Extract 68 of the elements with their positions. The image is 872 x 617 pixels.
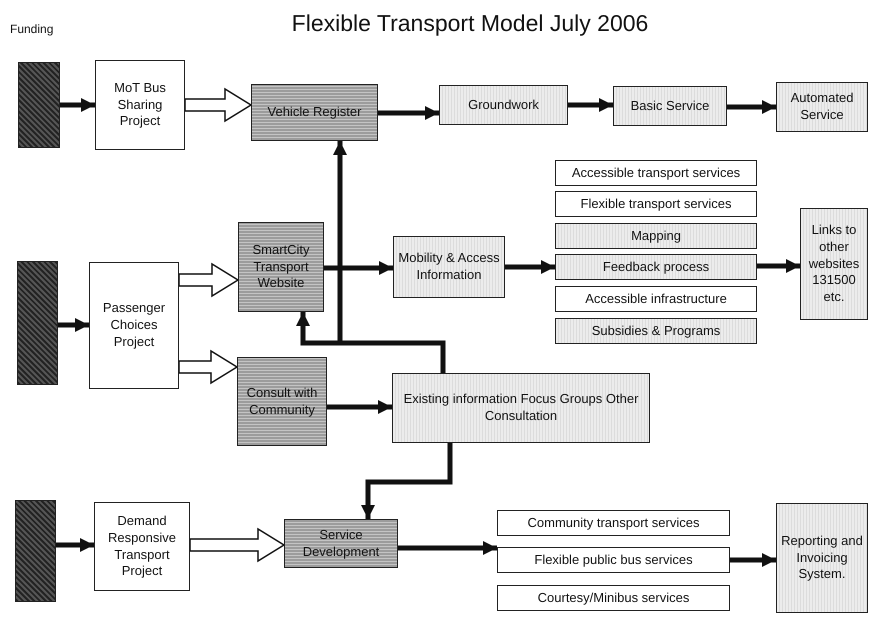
- process-box: [800, 208, 868, 320]
- node-text: Demand Responsive Transport Project: [107, 512, 177, 580]
- process-box: [497, 585, 730, 611]
- node-text: Consult with Community: [246, 384, 318, 418]
- process-box: [238, 222, 324, 312]
- process-box: [776, 503, 868, 613]
- process-box: [94, 502, 190, 591]
- arrow: [56, 538, 94, 552]
- arrow: [727, 100, 776, 114]
- arrow: [568, 98, 613, 112]
- side-label: Funding: [10, 22, 54, 36]
- node-text: Feedback process: [602, 258, 710, 276]
- arrow: [730, 553, 776, 567]
- node-text: Courtesy/Minibus services: [538, 590, 690, 606]
- process-box: [393, 236, 505, 298]
- node-text: Mapping: [631, 228, 681, 244]
- diagram-title: Flexible Transport Model July 2006: [290, 10, 650, 37]
- process-box: [251, 84, 378, 141]
- node-text: MoT Bus Sharing Project: [113, 80, 167, 130]
- node-text: Existing information Focus Groups Other Consultation: [402, 391, 640, 425]
- process-box: [555, 191, 757, 217]
- process-box: [497, 510, 730, 536]
- node-text: Subsidies & Programs: [592, 322, 720, 340]
- arrow: [398, 541, 497, 555]
- node-text: Basic Service: [630, 98, 710, 114]
- funding-bar: [18, 62, 60, 148]
- process-box: [555, 254, 757, 280]
- node-text: Reporting and Invoicing System.: [781, 532, 863, 584]
- process-box: [284, 519, 398, 568]
- node-text: SmartCity Transport Website: [251, 242, 311, 292]
- process-box: [497, 547, 730, 573]
- process-box: [392, 373, 650, 443]
- process-box: [555, 318, 757, 344]
- arrow: [505, 260, 555, 274]
- process-box: [89, 262, 179, 389]
- block-arrow: [184, 88, 252, 122]
- node-text: Vehicle Register: [268, 104, 362, 121]
- node-text: Mobility & Access Information: [398, 250, 500, 284]
- process-box: [776, 82, 868, 132]
- arrow: [324, 261, 393, 275]
- arrow: [757, 259, 800, 273]
- node-text: Service Development: [302, 526, 380, 560]
- arrow: [327, 400, 392, 414]
- funding-bar: [15, 500, 56, 602]
- funding-bar: [17, 261, 58, 385]
- block-arrow: [178, 350, 238, 384]
- arrow: [378, 106, 439, 120]
- process-box: [613, 86, 727, 126]
- node-text: Groundwork: [468, 96, 539, 114]
- node-text: Accessible transport services: [572, 164, 740, 182]
- process-box: [555, 286, 757, 312]
- block-arrow: [178, 262, 240, 298]
- process-box: [95, 60, 185, 150]
- node-text: Flexible transport services: [580, 196, 732, 212]
- process-box: [439, 85, 568, 125]
- block-arrow: [189, 528, 286, 562]
- process-box: [555, 160, 757, 186]
- arrow: [361, 443, 452, 519]
- arrow: [58, 318, 89, 332]
- arrow: [60, 98, 95, 112]
- node-text: Flexible public bus services: [534, 552, 693, 568]
- node-text: Links to other websites 131500 etc.: [808, 222, 860, 306]
- node-text: Passenger Choices Project: [102, 300, 166, 351]
- node-text: Community transport services: [528, 514, 700, 532]
- process-box: [555, 223, 757, 249]
- node-text: Accessible infrastructure: [585, 290, 727, 308]
- node-text: Automated Service: [790, 90, 854, 124]
- process-box: [237, 357, 327, 446]
